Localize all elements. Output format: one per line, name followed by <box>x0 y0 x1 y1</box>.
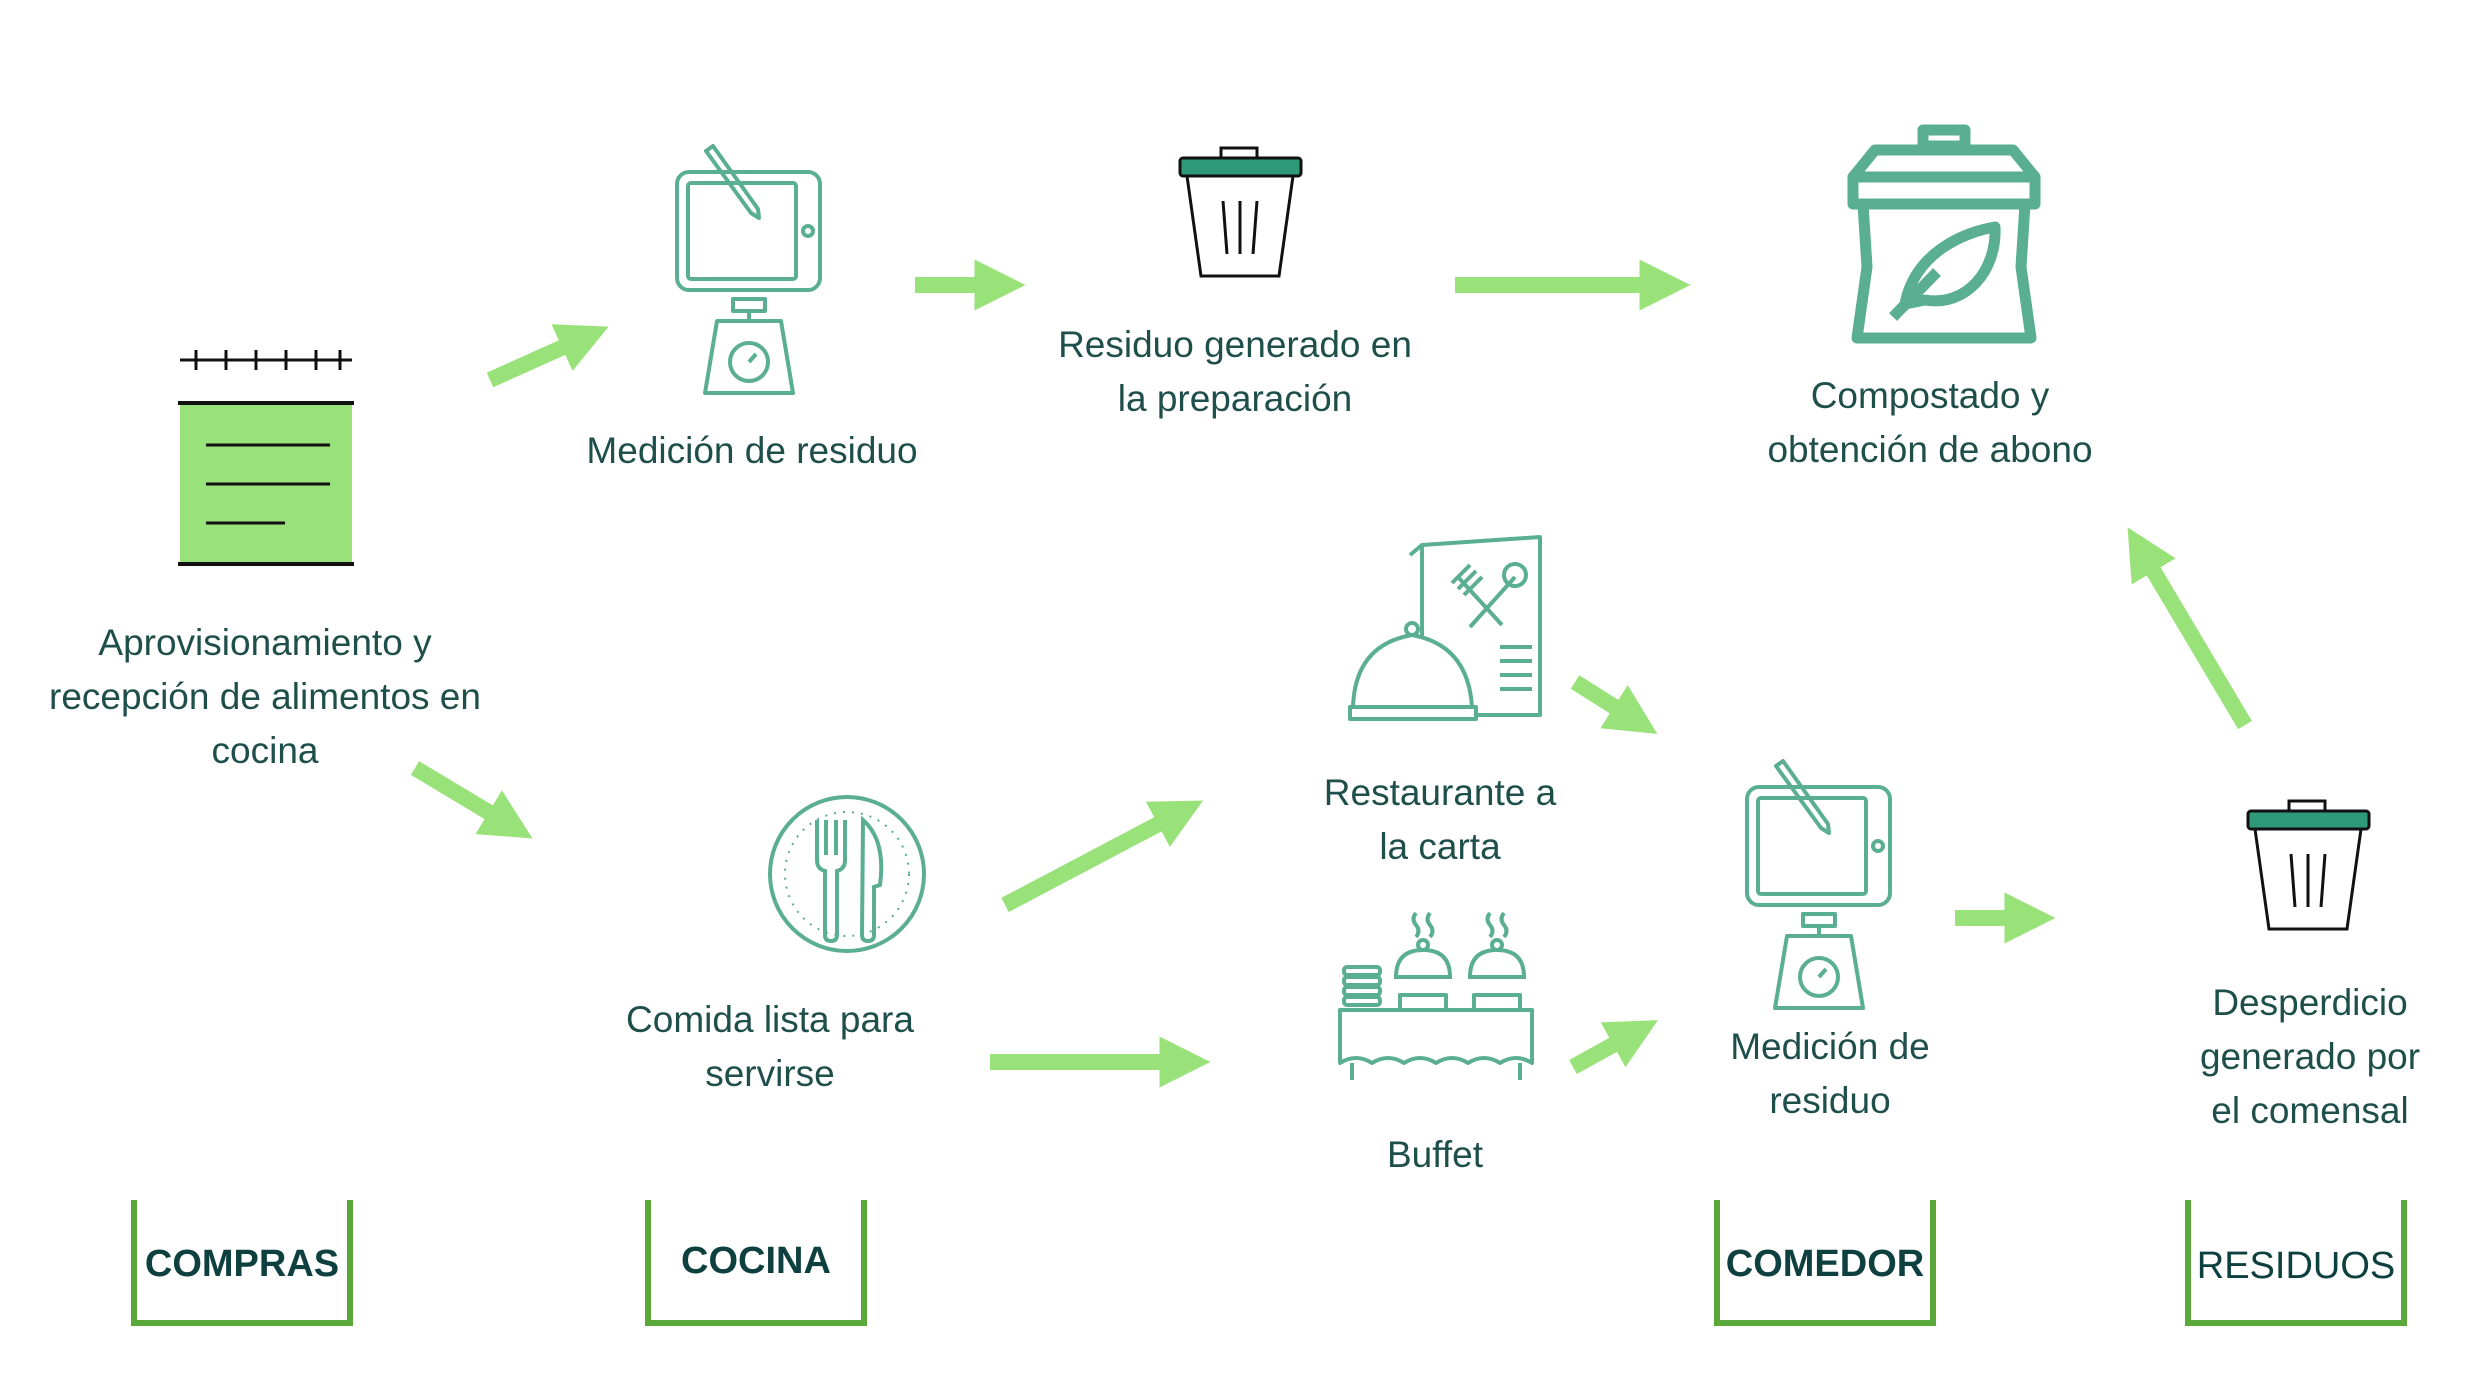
bracket-residuos <box>2185 1200 2407 1326</box>
tablet-scale-icon <box>1745 759 1892 1010</box>
label-a-la-carte: Restaurante a la carta <box>1323 772 1557 867</box>
flow-arrows <box>410 259 2252 1088</box>
bracket-cocina <box>645 1200 867 1326</box>
bracket-comedor <box>1714 1200 1936 1326</box>
arrow-procurement-to-ready-food <box>410 761 533 839</box>
arrow-a-la-carte-to-dining-measure <box>1570 675 1658 734</box>
label-dining-measure: Medición de residuo <box>1730 1026 1930 1121</box>
stage-label-comedor: COMEDOR <box>1725 1243 1925 1285</box>
notepad-icon <box>178 350 354 566</box>
label-buffet: Buffet <box>1386 1134 1483 1175</box>
arrow-procurement-to-kitchen-measure <box>486 324 609 388</box>
arrow-buffet-to-dining-measure <box>1569 1020 1658 1075</box>
bracket-compras <box>131 1200 353 1326</box>
stage-label-residuos: RESIDUOS <box>2196 1245 2396 1287</box>
tablet-scale-icon <box>675 144 822 395</box>
stage-label-compras: COMPRAS <box>144 1243 340 1285</box>
arrow-diner-waste-to-compost <box>2127 527 2252 730</box>
label-procurement: Aprovisionamiento y recepción de aliment… <box>49 622 481 771</box>
label-ready-food: Comida lista para servirse <box>626 999 914 1094</box>
compost-bag-icon <box>1847 124 2041 344</box>
label-diner-waste: Desperdicio generado por el comensal <box>2199 982 2421 1131</box>
stage-brackets <box>131 1200 2407 1326</box>
trash-bin-icon <box>2246 799 2371 931</box>
label-compost: Compostado y obtención de abono <box>1767 375 2093 470</box>
label-prep-waste: Residuo generado en la preparación <box>1058 324 1412 419</box>
arrow-ready-food-to-a-la-carte <box>1001 800 1204 913</box>
trash-bin-icon <box>1178 146 1303 278</box>
plate-cutlery-icon <box>768 795 926 953</box>
label-kitchen-measure: Medición de residuo <box>586 430 918 471</box>
menu-cloche-icon <box>1348 535 1542 721</box>
buffet-table-icon <box>1338 911 1534 1080</box>
stage-label-cocina: COCINA <box>681 1240 831 1282</box>
